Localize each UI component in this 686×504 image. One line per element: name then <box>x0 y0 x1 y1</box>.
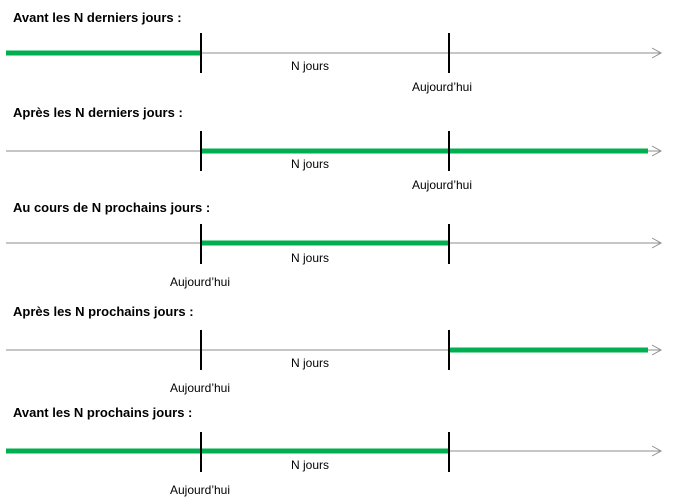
timeline-arrowhead-icon <box>651 47 663 59</box>
row-title: Avant les N prochains jours : <box>13 405 192 420</box>
timeline-arrowhead-icon <box>651 344 663 356</box>
today-label: Aujourd’hui <box>170 483 230 497</box>
row-title: Après les N prochains jours : <box>13 304 194 319</box>
timeline-arrowhead-icon <box>651 445 663 457</box>
span-label: N jours <box>291 458 329 472</box>
row-avant-n-derniers-jours: Avant les N derniers jours : N jours Auj… <box>6 10 663 94</box>
today-label: Aujourd’hui <box>170 275 230 289</box>
row-avant-n-prochains-jours: Avant les N prochains jours : N jours Au… <box>6 405 663 497</box>
timeline-arrowhead-icon <box>651 237 663 249</box>
today-label: Aujourd’hui <box>412 80 472 94</box>
row-title: Après les N derniers jours : <box>13 105 183 120</box>
span-label: N jours <box>291 251 329 265</box>
row-apres-n-prochains-jours: Après les N prochains jours : N jours Au… <box>6 304 663 395</box>
row-title: Avant les N derniers jours : <box>13 10 182 25</box>
span-label: N jours <box>291 356 329 370</box>
row-title: Au cours de N prochains jours : <box>13 200 210 215</box>
span-label: N jours <box>291 157 329 171</box>
row-apres-n-derniers-jours: Après les N derniers jours : N jours Auj… <box>6 105 663 192</box>
today-label: Aujourd’hui <box>170 381 230 395</box>
today-label: Aujourd’hui <box>412 178 472 192</box>
timeline-arrowhead-icon <box>651 145 663 157</box>
row-au-cours-de-n-prochains-jours: Au cours de N prochains jours : N jours … <box>6 200 663 289</box>
span-label: N jours <box>291 59 329 73</box>
